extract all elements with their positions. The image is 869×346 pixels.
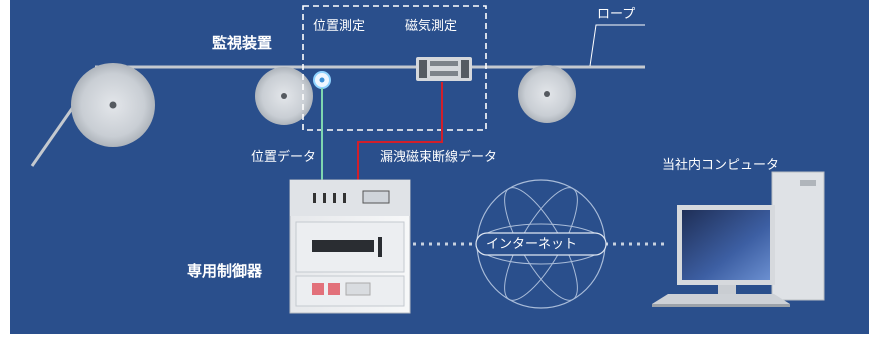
measurement-area-box: [302, 5, 487, 131]
desktop-computer-icon: [652, 171, 825, 307]
sheave-pulley-left: [255, 67, 313, 125]
rope-label: ロープ: [597, 7, 636, 22]
sheave-pulley-large: [71, 63, 155, 147]
position-data-label: 位置データ: [251, 150, 317, 165]
position-measurement-label: 位置測定: [313, 19, 366, 34]
sheave-pulley-right: [518, 65, 576, 123]
company-computer-label: 当社内コンピュータ: [662, 158, 780, 173]
internet-label: インターネット: [486, 237, 578, 252]
magnetic-measurement-label: 磁気測定: [405, 19, 458, 34]
controller-cabinet-icon: [289, 179, 411, 314]
internet-globe-icon: [475, 179, 607, 309]
dedicated-controller-label: 専用制御器: [187, 262, 263, 280]
position-sensor-icon: [313, 71, 331, 89]
magnetic-sensor-head-icon: [416, 57, 472, 81]
magnetic-data-line: [357, 82, 443, 180]
leakage-flux-data-label: 漏洩磁束断線データ: [380, 150, 498, 165]
monitoring-device-label: 監視装置: [212, 34, 273, 52]
